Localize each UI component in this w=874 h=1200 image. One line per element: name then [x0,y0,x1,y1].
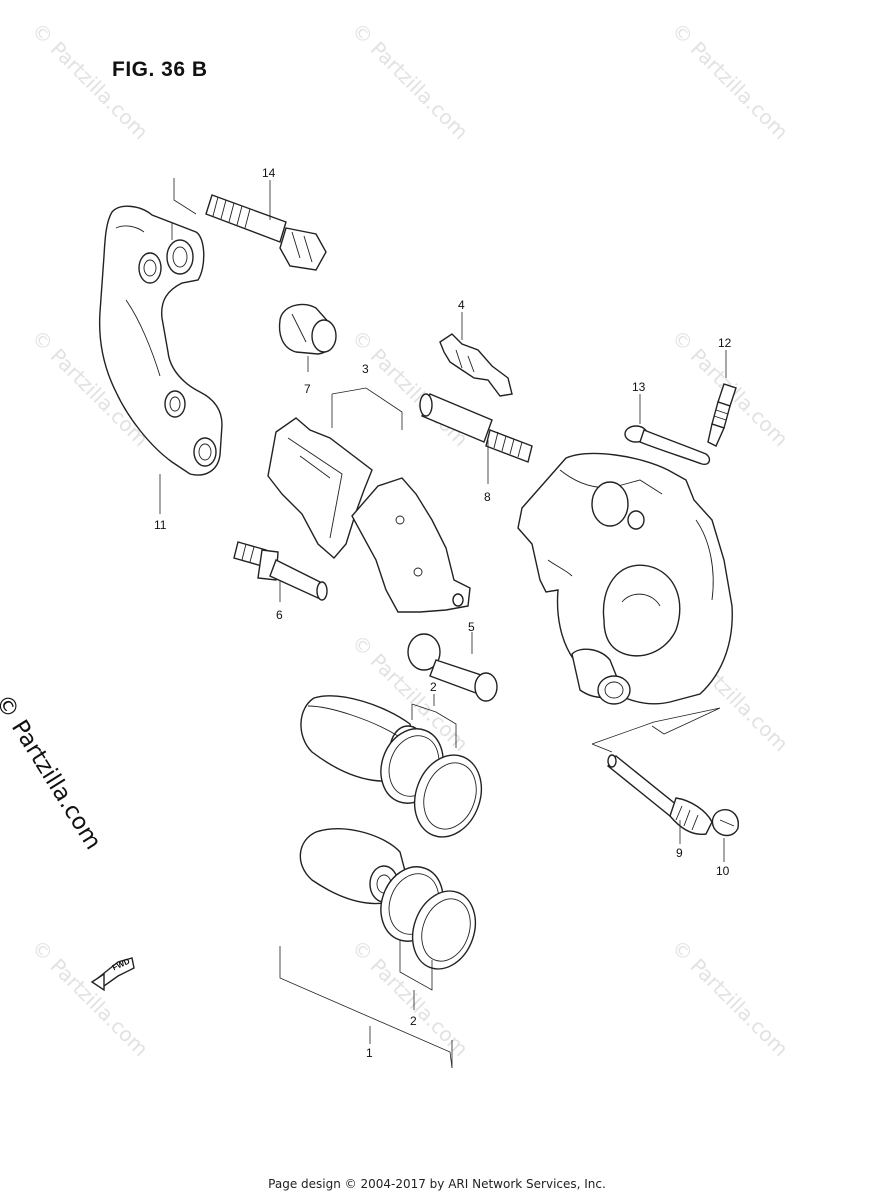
seal-upper-large [413,754,483,838]
part-label-4: 4 [458,298,465,312]
part-label-6: 6 [276,608,283,622]
part-label-9: 9 [676,846,683,860]
part-label-8: 8 [484,490,491,504]
pin-8 [419,393,533,463]
bolt-14 [205,194,327,271]
part-label-2-lower: 2 [410,1014,417,1028]
caliper-bracket-11 [98,205,223,476]
seal-lower-large [411,890,477,970]
bushing-5 [407,633,498,702]
part-label-2-upper: 2 [430,680,437,694]
footer-copyright: Page design © 2004-2017 by ARI Network S… [268,1177,606,1191]
part-label-13: 13 [632,380,646,394]
part-label-5: 5 [468,620,475,634]
leader-lines [159,178,727,1069]
brake-pads-3 [267,417,471,613]
part-label-1: 1 [366,1046,373,1060]
bleeder-cap-13 [624,425,711,466]
bleeder-valve-12 [707,383,737,447]
part-label-12: 12 [718,336,732,350]
plug-10 [711,809,739,837]
part-label-14: 14 [262,166,276,180]
part-label-11: 11 [154,518,167,532]
caliper-body [517,452,733,705]
pad-spring-4 [439,333,513,397]
pin-6 [233,541,328,601]
part-label-3: 3 [362,362,369,376]
boot-7 [278,303,337,355]
part-label-10: 10 [716,864,730,878]
figure-title: FIG. 36 B [112,58,208,81]
slide-pin-9 [607,754,713,835]
fwd-arrow-icon [90,957,135,992]
part-label-7: 7 [304,382,311,396]
